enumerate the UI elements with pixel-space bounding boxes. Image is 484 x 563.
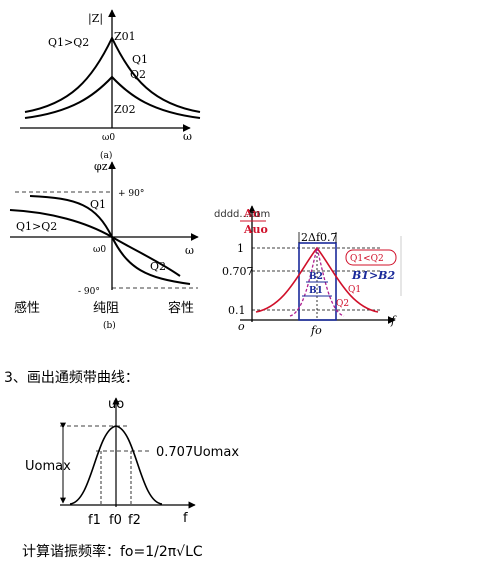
b1-label: B1	[309, 286, 323, 296]
curve-q2	[289, 247, 345, 317]
amplitude-label: Uomax	[25, 459, 71, 474]
level-label: 0.707Uomax	[156, 445, 239, 460]
b-relation-label: B1>B2	[351, 269, 395, 282]
y-axis-label: uo	[108, 397, 124, 412]
q-relation-label: Q1>Q2	[48, 36, 89, 49]
region-resistive: 纯阻	[93, 301, 119, 316]
figure-a: |Z| Q1>Q2 Z01 Z02 Q1 Q2 ω0 ω (a)	[20, 9, 201, 161]
y-axis-label: |Z|	[88, 12, 103, 26]
q2-label: Q2	[130, 68, 146, 81]
tick-1: 1	[237, 242, 244, 255]
minus90-label: - 90°	[78, 287, 100, 297]
x-axis-label: ω	[183, 130, 192, 143]
q-relation-label: Q1<Q2	[350, 254, 384, 264]
z01-label: Z01	[114, 30, 136, 43]
resonance-formula: 计算谐振频率：fo=1/2π√LC	[22, 544, 203, 560]
section-heading: 3、画出通频带曲线：	[4, 370, 139, 386]
origin-label: o	[238, 320, 245, 333]
q1-label: Q1	[348, 285, 361, 295]
z02-label: Z02	[114, 103, 136, 116]
caption-a: (a)	[100, 150, 112, 161]
q-relation-badge	[345, 249, 397, 266]
b2-label: B2	[309, 272, 323, 282]
x-axis-label: f	[390, 314, 397, 327]
w0-label: ω0	[93, 245, 106, 255]
x-axis-label: f	[183, 511, 188, 526]
figure-c: Au Auo 2Δf0.7 1 0.707 0.1 o f fo Q1<Q2 B…	[222, 205, 402, 337]
tick-01: 0.1	[228, 304, 246, 317]
region-capacitive: 容性	[168, 300, 194, 316]
caption-b: (b)	[103, 320, 116, 331]
plus90-label: + 90°	[118, 189, 144, 199]
q-relation-label: Q1>Q2	[16, 220, 57, 233]
region-inductive: 感性	[14, 300, 40, 316]
y-axis-label-top: Au	[243, 207, 261, 220]
bandwidth-box	[298, 242, 337, 321]
q2-label: Q2	[150, 260, 166, 273]
curve-q2	[24, 75, 201, 119]
y-axis-label: φz	[94, 160, 108, 173]
x-axis-label: ω	[185, 244, 194, 257]
bandwidth-label: 2Δf0.7	[301, 231, 338, 244]
figure-d: uo 0.707Uomax Uomax f1 f0 f2 f	[25, 397, 239, 528]
curve-q2	[9, 209, 181, 277]
q1-label: Q1	[90, 198, 106, 211]
w0-label: ω0	[102, 133, 115, 143]
y-axis-label-bottom: Auo	[243, 223, 268, 236]
q2-label: Q2	[336, 299, 349, 309]
watermark: dddd...com	[214, 209, 271, 220]
q1-label: Q1	[132, 53, 148, 66]
f1-label: f1	[88, 513, 101, 528]
figure-b: φz + 90° - 90° Q1 Q1>Q2 ω0 Q2 ω 感性 纯阻 容性…	[9, 160, 199, 331]
f0-label: fo	[310, 324, 322, 337]
tick-0707: 0.707	[222, 265, 254, 278]
f2-label: f2	[128, 513, 141, 528]
f0-label: f0	[109, 513, 122, 528]
